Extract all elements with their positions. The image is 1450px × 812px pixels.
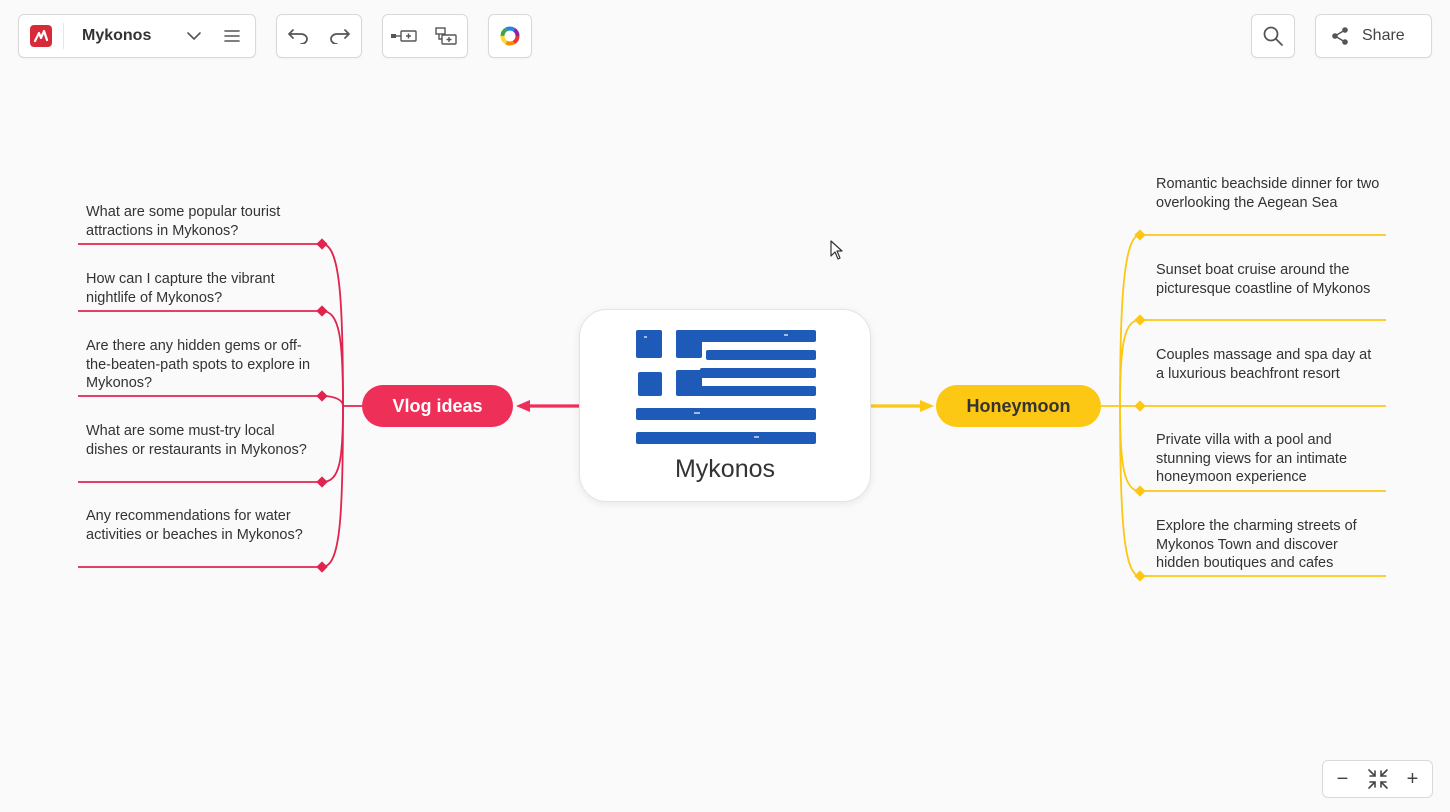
add-sibling-topic-icon — [435, 27, 457, 45]
fit-screen-icon[interactable] — [1367, 768, 1389, 790]
central-topic-title: Mykonos — [674, 455, 776, 483]
undo-icon — [288, 29, 308, 44]
add-sibling-topic-button[interactable] — [425, 15, 467, 57]
arrowhead-honeymoon — [920, 400, 934, 412]
toolbar-divider — [63, 23, 64, 49]
zoom-out-button[interactable]: − — [1336, 767, 1349, 790]
honey-node-dot-4 — [1134, 485, 1146, 497]
honeymoon-topic-3[interactable]: Couples massage and spa day at a luxurio… — [1156, 347, 1372, 382]
honey-connector-4 — [1119, 405, 1141, 492]
branch-honeymoon[interactable]: Honeymoon — [936, 385, 1101, 427]
vlog-connector-5 — [321, 405, 344, 568]
greek-flag-image — [636, 330, 816, 444]
add-child-topic-button[interactable] — [383, 15, 425, 57]
vlog-connector-2 — [321, 310, 344, 407]
vlog-node-dot-5 — [316, 561, 328, 573]
vlog-connector-1 — [321, 243, 344, 407]
vlog-topic-5[interactable]: Any recommendations for water activities… — [86, 508, 303, 543]
honeymoon-topic-5[interactable]: Explore the charming streets of Mykonos … — [1156, 518, 1357, 572]
undo-button[interactable] — [277, 15, 319, 57]
zoom-controls: − + — [1322, 760, 1433, 798]
color-theme-button[interactable] — [489, 15, 531, 57]
history-toolbar — [276, 14, 362, 58]
menu-button[interactable] — [210, 15, 254, 57]
central-topic[interactable]: Mykonos — [579, 309, 871, 502]
vlog-topic-4[interactable]: What are some must-try local dishes or r… — [86, 423, 307, 458]
redo-button[interactable] — [319, 15, 361, 57]
vlog-node-dot-4 — [316, 476, 328, 488]
theme-toolbar — [488, 14, 532, 58]
add-child-topic-icon — [391, 30, 417, 42]
honey-node-dot-3 — [1134, 400, 1146, 412]
search-icon — [1263, 26, 1283, 46]
insert-toolbar — [382, 14, 468, 58]
document-title-dropdown[interactable]: Mykonos — [64, 15, 210, 57]
color-theme-icon — [500, 26, 520, 46]
honey-node-dot-2 — [1134, 314, 1146, 326]
share-icon — [1332, 27, 1348, 45]
hamburger-menu-icon — [224, 30, 240, 42]
chevron-down-icon — [187, 32, 201, 41]
honeymoon-topic-1[interactable]: Romantic beachside dinner for two overlo… — [1156, 176, 1380, 211]
honey-connector-5 — [1119, 405, 1141, 577]
share-toolbar: Share — [1315, 14, 1432, 58]
honey-connector-2 — [1119, 319, 1141, 407]
app-logo-button[interactable] — [19, 15, 63, 57]
vlog-topic-1[interactable]: What are some popular tourist attraction… — [86, 204, 281, 239]
redo-icon — [330, 29, 350, 44]
honey-node-dot-5 — [1134, 570, 1146, 582]
vlog-node-dot-3 — [316, 390, 328, 402]
search-toolbar — [1251, 14, 1295, 58]
vlog-topic-2[interactable]: How can I capture the vibrant nightlife … — [86, 271, 275, 306]
honey-node-dot-1 — [1134, 229, 1146, 241]
vlog-node-dot-1 — [316, 238, 328, 250]
search-button[interactable] — [1252, 15, 1294, 57]
mouse-cursor-icon — [830, 240, 843, 260]
share-label: Share — [1362, 27, 1405, 44]
vlog-node-dot-2 — [316, 305, 328, 317]
file-toolbar: Mykonos — [18, 14, 256, 58]
zoom-in-button[interactable]: + — [1406, 767, 1419, 790]
app-logo-icon — [30, 25, 52, 47]
honeymoon-topic-2[interactable]: Sunset boat cruise around the picturesqu… — [1156, 262, 1371, 297]
vlog-connector-4 — [321, 405, 344, 483]
branch-vlog-ideas[interactable]: Vlog ideas — [362, 385, 513, 427]
vlog-topic-3[interactable]: Are there any hidden gems or off-the-bea… — [86, 338, 311, 392]
honeymoon-topic-4[interactable]: Private villa with a pool and stunning v… — [1156, 432, 1348, 486]
share-button[interactable]: Share — [1316, 15, 1431, 57]
arrowhead-vlog — [516, 400, 530, 412]
document-title: Mykonos — [82, 27, 152, 44]
